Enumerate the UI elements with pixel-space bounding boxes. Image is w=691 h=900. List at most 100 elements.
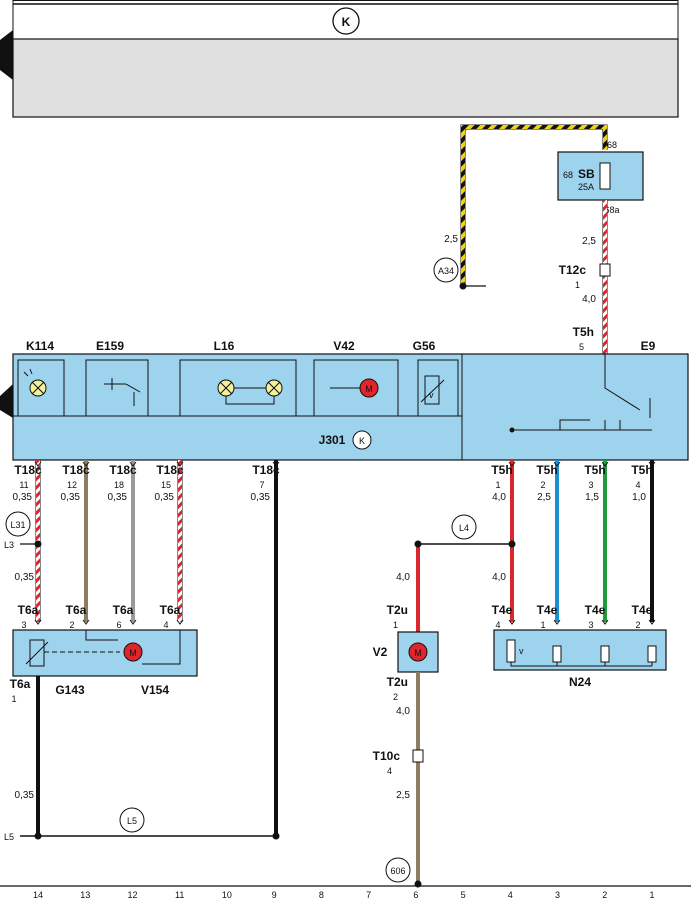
main-pin-arrow-icon: [508, 461, 516, 467]
e9-feed-size: 4,0: [582, 294, 596, 305]
l31-ref-label: L31: [10, 520, 25, 530]
n24-pin-name: T4e: [492, 603, 513, 617]
a34-ref-circle: [433, 257, 459, 283]
v154-motor-icon: [123, 642, 143, 662]
main-pin-name: T5h: [536, 463, 557, 477]
fuse-bottom-pin: 68a: [604, 205, 619, 215]
n24-label: N24: [569, 675, 591, 689]
k114-label: K114: [26, 339, 54, 353]
ruler-number: 3: [555, 890, 560, 900]
e159-outline: [85, 359, 149, 417]
t12c-pin: 1: [575, 280, 580, 290]
e159-switch-icon: [104, 378, 141, 406]
main-pin-name: T5h: [584, 463, 605, 477]
main-unit: K114 E159 L16 V42 G56 E9 M v K J301: [0, 339, 689, 461]
n24-pin-number: 2: [635, 620, 640, 630]
e159-label: E159: [96, 339, 124, 353]
e9-switch-icon: [559, 354, 651, 430]
main-pin-name: T5h: [491, 463, 512, 477]
main-pin-wire-size: 4,0: [492, 492, 506, 503]
n24-pin-arrow-icon: [553, 619, 561, 625]
main-pin-number: 12: [67, 480, 77, 490]
main-pin-wire-size: 2,5: [537, 492, 551, 503]
main-pin-number: 4: [635, 480, 640, 490]
v2-pin-top-name: T2u: [387, 603, 408, 617]
header-ring-label: K: [342, 15, 351, 29]
g56-outline: [417, 359, 459, 417]
main-pin-number: 2: [540, 480, 545, 490]
main-pin-wire-size: 1,5: [585, 492, 599, 503]
n24-pin-name: T4e: [632, 603, 653, 617]
main-pin-name: T18c: [14, 463, 42, 477]
g143-pin-arrow-icon: [129, 619, 137, 625]
e9-feed-pin: 5: [579, 342, 584, 352]
v2-motor-symbol: M: [414, 648, 422, 658]
main-pin-number: 3: [588, 480, 593, 490]
l16-label: L16: [214, 339, 235, 353]
ruler-number: 9: [272, 890, 277, 900]
main-pin-wire-size: 0,35: [13, 492, 33, 503]
g143-label: G143: [55, 683, 85, 697]
v2-motor-icon: [408, 642, 428, 662]
main-pin-number: 7: [259, 480, 264, 490]
g143-bottom-size: 0,35: [15, 790, 35, 801]
v42-motor-icon: [359, 378, 379, 398]
g143-box: [12, 629, 198, 677]
t10c-name: T10c: [373, 749, 401, 763]
main-pin-arrow-icon: [34, 461, 42, 467]
g143-pin-name: T6a: [160, 603, 181, 617]
v2-size-low: 2,5: [396, 790, 410, 801]
main-pin-number: 11: [19, 480, 28, 490]
g143-pin-arrow-icon: [82, 619, 90, 625]
main-pin-wire-size: 1,0: [632, 492, 646, 503]
main-pin-name: T18c: [62, 463, 90, 477]
g56-sensor-icon: [424, 375, 440, 405]
n24-resistor-1: [506, 639, 516, 663]
g143-pin-name: T6a: [113, 603, 134, 617]
v2-unit: M V2 4,0 T2u 1 T2u 2 4,0 T10c 4 2,5 606: [373, 572, 439, 888]
g143-bottom-pin-num: 1: [11, 694, 16, 704]
v2-size-top: 4,0: [396, 572, 410, 583]
g56-sub-label: v: [429, 390, 434, 400]
main-pin-wire-size: 0,35: [61, 492, 81, 503]
l31-ref-circle: [5, 511, 31, 537]
l5-edge-label: L5: [4, 832, 14, 842]
g143-pin-number: 3: [21, 620, 26, 630]
ruler-number: 11: [175, 890, 184, 900]
v2-pin-bottom-num: 2: [393, 692, 398, 702]
main-pin-arrow-icon: [601, 461, 609, 467]
v154-label: V154: [141, 683, 169, 697]
header-ring: [332, 7, 360, 35]
fuse-name: SB: [578, 167, 595, 181]
ruler-number: 1: [649, 890, 654, 900]
v42-motor-symbol: M: [365, 384, 373, 394]
l4-ref-circle: [451, 514, 477, 540]
l4-ref-label: L4: [459, 523, 469, 533]
ruler-number: 14: [33, 890, 43, 900]
ruler-number: 12: [127, 890, 137, 900]
j301-ring-label: K: [359, 436, 365, 446]
t12c-connector-icon: [599, 263, 611, 277]
v2-pin-top-num: 1: [393, 620, 398, 630]
n24-pin-arrow-icon: [601, 619, 609, 625]
v2-label: V2: [373, 645, 388, 659]
v154-motor-symbol: M: [129, 648, 137, 658]
n24-box: [493, 629, 667, 671]
n24-size: 4,0: [492, 572, 506, 583]
main-pin-name: T18c: [109, 463, 137, 477]
n24-pin-arrow-icon: [648, 619, 656, 625]
n24-pin-number: 1: [540, 620, 545, 630]
t10c-connector-icon: [412, 749, 424, 763]
main-pin-wire-size: 0,35: [155, 492, 175, 503]
main-pin-wire-size: 0,35: [108, 492, 128, 503]
ground-ref-circle: [385, 857, 411, 883]
e9-label: E9: [641, 339, 656, 353]
left-arrow-marker: [0, 30, 13, 80]
g143-sensor-icon: [29, 639, 45, 667]
fuse-number: 68: [563, 170, 573, 180]
v2-pin-bottom-name: T2u: [387, 675, 408, 689]
g143-pin-arrow-icon: [176, 619, 184, 625]
n24-pin-number: 4: [495, 620, 500, 630]
